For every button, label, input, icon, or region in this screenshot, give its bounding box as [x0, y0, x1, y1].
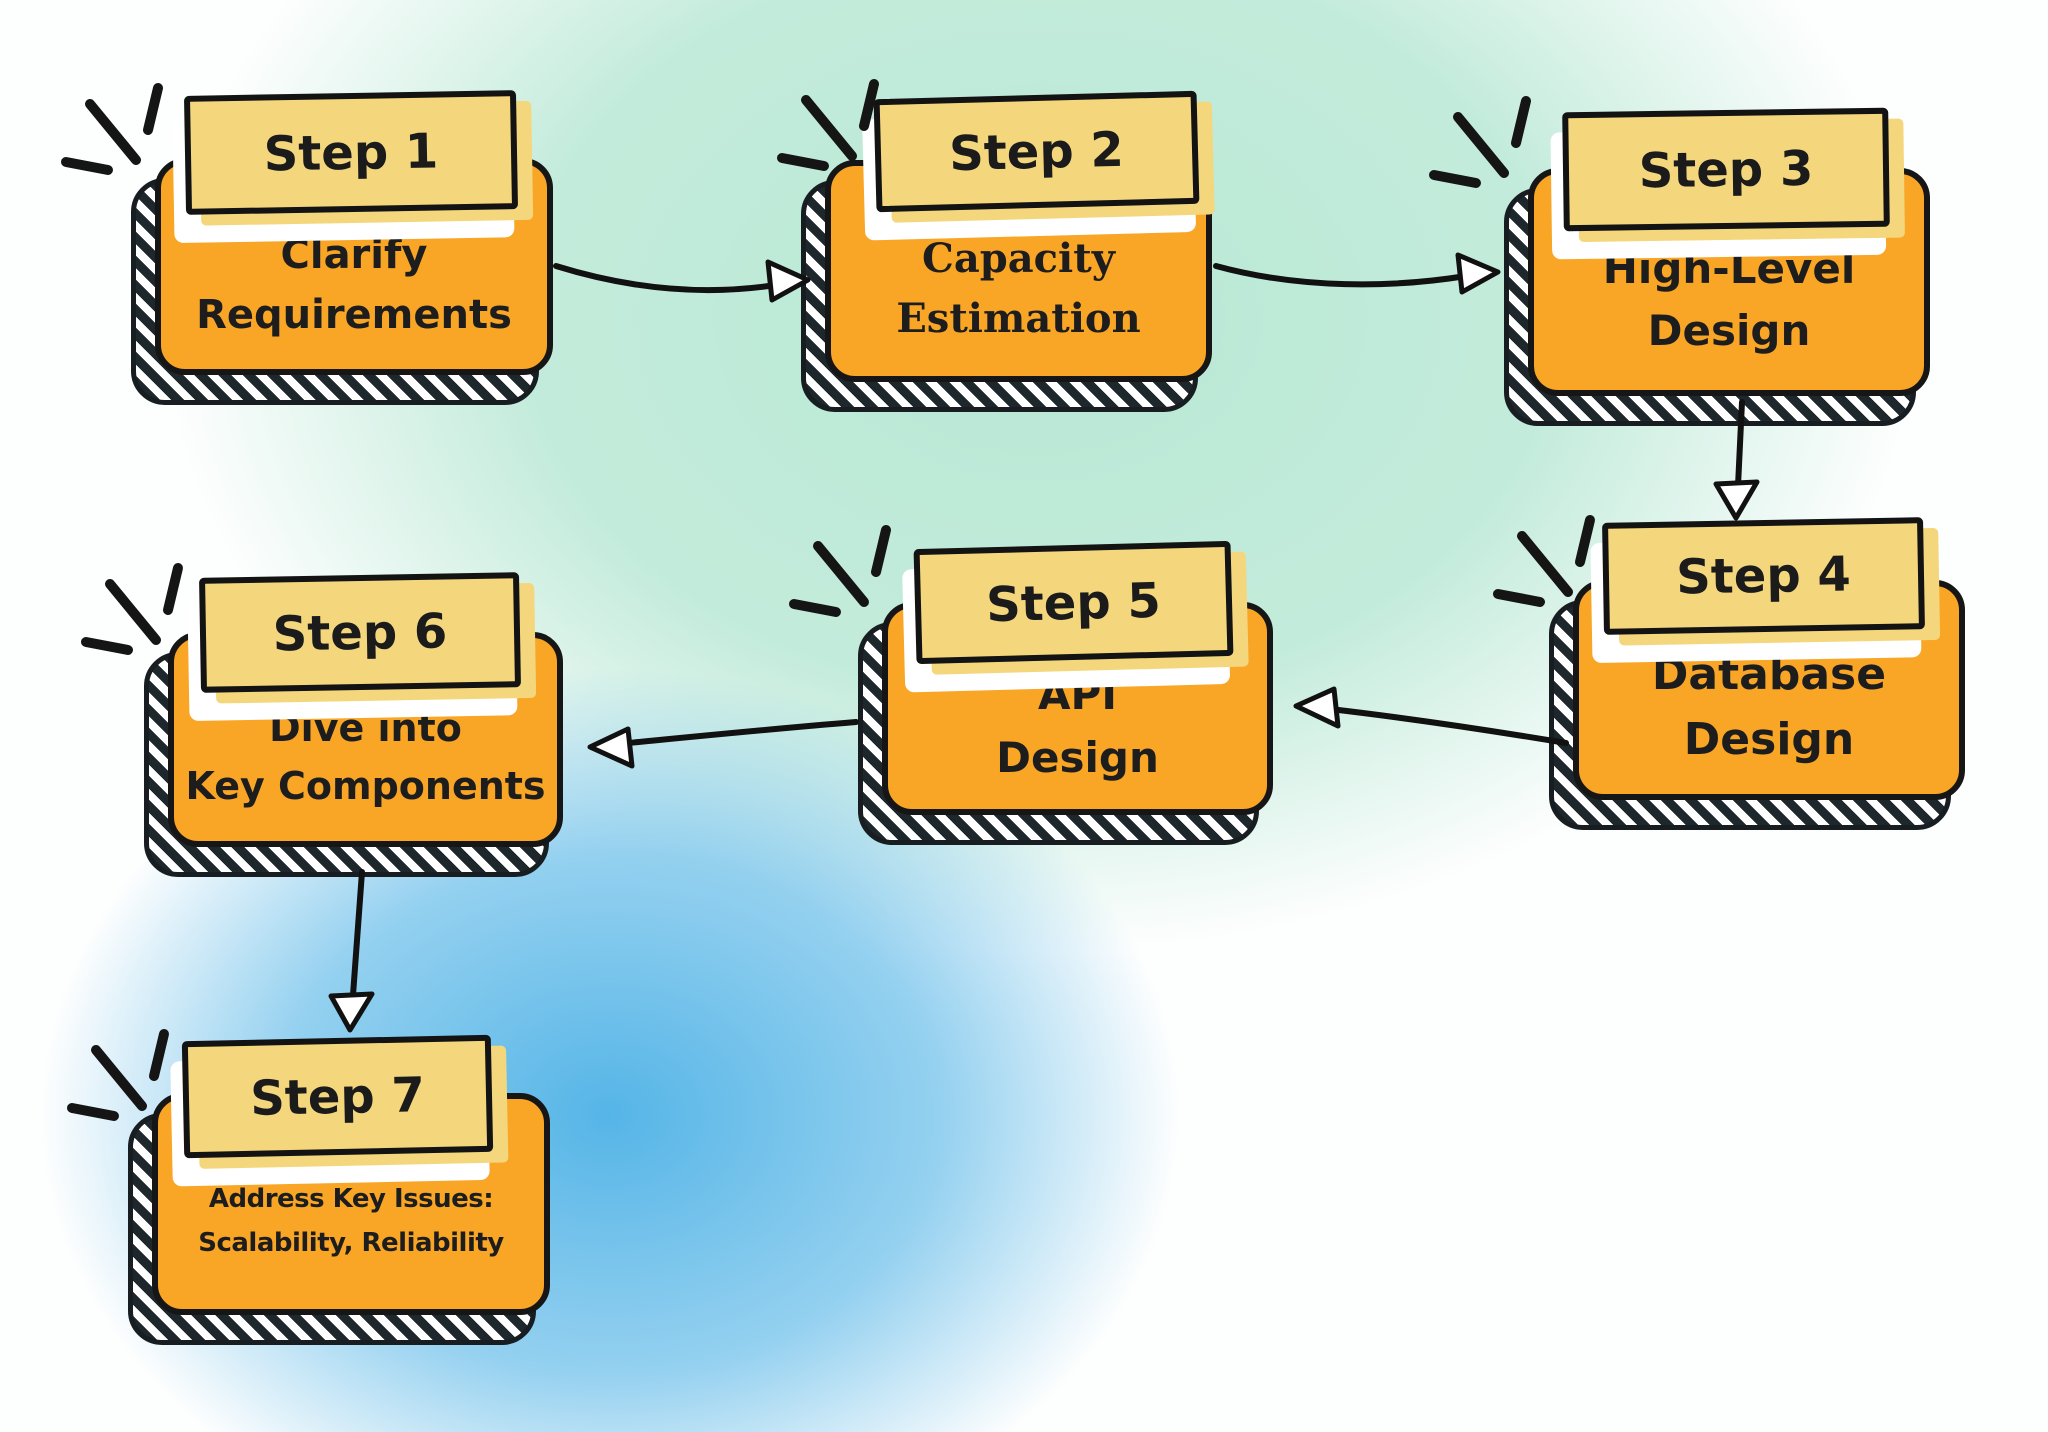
step-2-ribbon: Step 2: [873, 90, 1200, 213]
step-2-title-line1: Capacity: [922, 235, 1115, 282]
step-4-title: Database Design: [1573, 622, 1965, 794]
step-5-title-line2: Design: [996, 732, 1159, 782]
step-7-ribbon: Step 7: [181, 1034, 494, 1159]
step-7-title-line1: Address Key Issues:: [208, 1184, 494, 1215]
step-4-title-line1: Database: [1651, 649, 1887, 701]
step-6-label: Step 6: [272, 602, 448, 663]
step-5-label: Step 5: [985, 572, 1162, 633]
sparkle-step1-icon: [61, 83, 163, 175]
step-2-title: Capacity Estimation: [825, 202, 1212, 376]
step-6-node: Step 6 Dive into Key Components: [144, 572, 563, 877]
step-4-title-line2: Design: [1683, 714, 1855, 765]
step-4-ribbon: Step 4: [1602, 517, 1925, 635]
step-7-title: Address Key Issues: Scalability, Reliabi…: [152, 1135, 550, 1309]
sparkle-step5-icon: [789, 525, 891, 617]
step-7-title-line2: Scalability, Reliability: [198, 1228, 504, 1258]
step-6-ribbon: Step 6: [199, 572, 521, 693]
step-7-label: Step 7: [249, 1066, 426, 1127]
step-6-title: Dive into Key Components: [168, 674, 563, 841]
step-5-title: API Design: [882, 644, 1273, 809]
step-4-label: Step 4: [1675, 546, 1852, 606]
step-2-label: Step 2: [948, 121, 1125, 182]
step-2-title-line2: Estimation: [896, 295, 1141, 342]
step-1-ribbon: Step 1: [183, 90, 519, 215]
step-7-node: Step 7 Address Key Issues: Scalability, …: [128, 1034, 550, 1345]
step-3-ribbon: Step 3: [1562, 107, 1890, 232]
arrow-step1-to-step2: [553, 259, 811, 303]
arrow-step4-to-step5: [1293, 686, 1569, 746]
step-5-title-line1: API: [1038, 670, 1117, 720]
arrow-step6-to-step7: [328, 869, 375, 1033]
sparkle-step2-icon: [777, 79, 879, 171]
arrow-step2-to-step3: [1213, 252, 1501, 295]
step-2-node: Step 2 Capacity Estimation: [801, 90, 1212, 412]
step-1-label: Step 1: [263, 122, 439, 183]
step-1-title-line1: Clarify: [280, 231, 428, 278]
sparkle-step3-icon: [1429, 96, 1531, 188]
step-3-title-line2: Design: [1647, 306, 1811, 355]
arrow-step5-to-step6: [587, 719, 859, 769]
step-6-title-line2: Key Components: [185, 763, 546, 808]
step-3-label: Step 3: [1638, 140, 1814, 199]
step-1-node: Step 1 Clarify Requirements: [131, 90, 553, 405]
step-1-title-line2: Requirements: [196, 291, 512, 338]
step-3-node: Step 3 High-Level Design: [1504, 107, 1930, 426]
step-3-title-line1: High-Level: [1602, 243, 1856, 293]
step-3-title: High-Level Design: [1528, 210, 1930, 390]
step-5-ribbon: Step 5: [913, 540, 1234, 665]
step-6-title-line1: Dive into: [269, 705, 462, 750]
sparkle-step7-icon: [67, 1029, 169, 1121]
step-1-title: Clarify Requirements: [155, 200, 553, 369]
sparkle-step6-icon: [81, 563, 183, 655]
step-4-node: Step 4 Database Design: [1549, 517, 1965, 830]
step-5-node: Step 5 API Design: [858, 540, 1273, 845]
